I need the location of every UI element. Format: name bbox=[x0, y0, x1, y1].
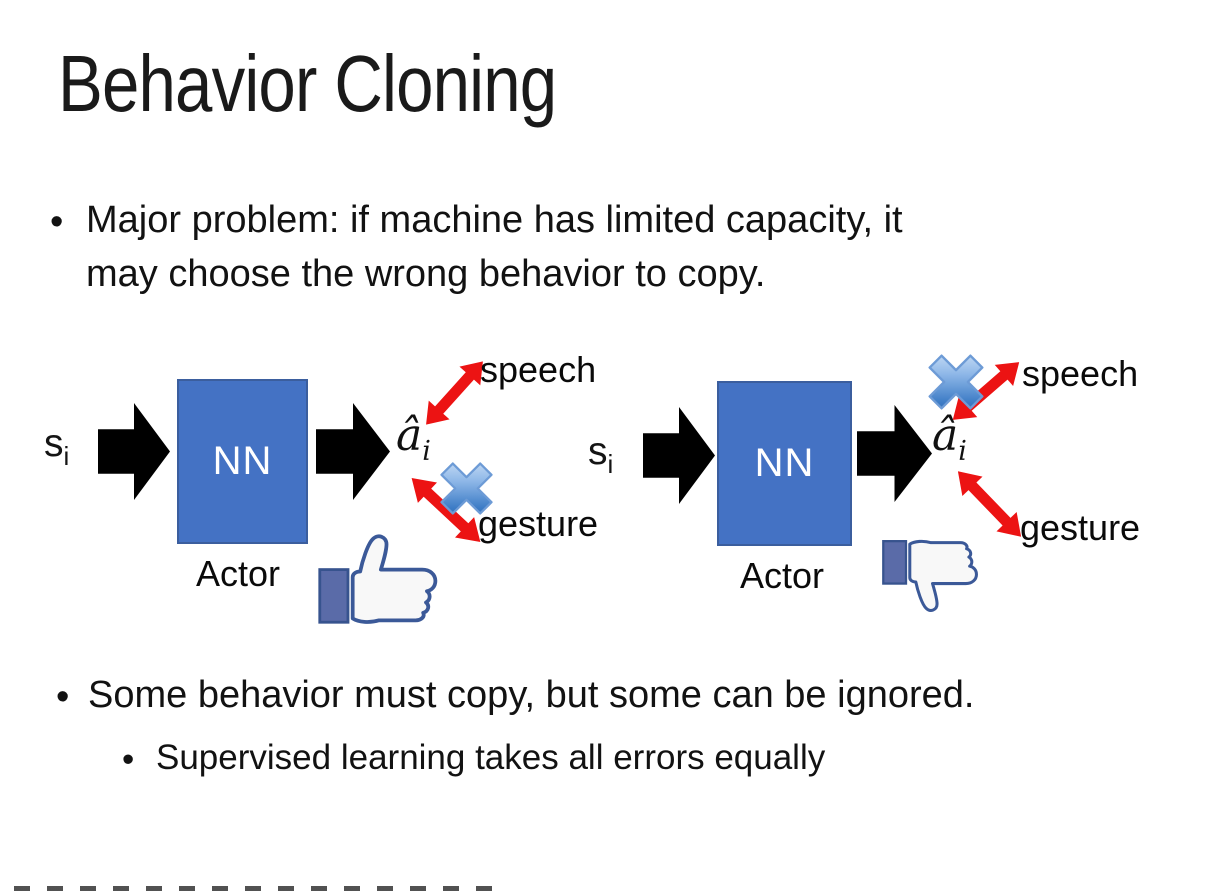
right-nn-label: NN bbox=[754, 441, 815, 485]
bullet-marker: • bbox=[122, 740, 135, 779]
thumbs-up-icon bbox=[316, 532, 442, 626]
right-output-action: âi bbox=[932, 410, 967, 467]
left-gesture-label: gesture bbox=[478, 503, 599, 544]
right-output-arrow-icon bbox=[857, 405, 932, 502]
bullet2-sub-text: Supervised learning takes all errors equ… bbox=[156, 738, 826, 777]
right-gesture-label: gesture bbox=[1020, 507, 1141, 548]
left-gesture-double-arrow-icon bbox=[401, 467, 490, 553]
bullet2-text: Some behavior must copy, but some can be… bbox=[88, 674, 975, 716]
right-actor-label: Actor bbox=[740, 555, 825, 596]
right-input-arrow-icon bbox=[643, 407, 715, 504]
right-speech-label: speech bbox=[1022, 353, 1139, 394]
left-cross-icon bbox=[438, 460, 495, 517]
thumbs-down-icon bbox=[881, 531, 981, 621]
left-speech-label: speech bbox=[480, 349, 597, 390]
bullet1-line1: Major problem: if machine has limited ca… bbox=[86, 199, 903, 241]
next-page-text-sliver bbox=[14, 886, 500, 891]
left-output-action: âi bbox=[396, 410, 431, 467]
bullet-marker: • bbox=[56, 676, 70, 718]
left-input-arrow-icon bbox=[98, 403, 170, 500]
right-nn-box: NN bbox=[717, 381, 852, 546]
left-nn-box: NN bbox=[177, 379, 308, 544]
left-input-state: si bbox=[44, 422, 70, 471]
right-gesture-double-arrow-icon bbox=[947, 461, 1032, 547]
left-actor-label: Actor bbox=[196, 553, 281, 594]
bullet1-line2: may choose the wrong behavior to copy. bbox=[86, 253, 766, 295]
left-nn-label: NN bbox=[212, 439, 273, 483]
left-speech-double-arrow-icon bbox=[415, 351, 494, 434]
right-cross-icon bbox=[926, 352, 986, 412]
left-output-arrow-icon bbox=[316, 403, 390, 500]
bullet-marker: • bbox=[50, 201, 64, 243]
slide-title: Behavior Cloning bbox=[58, 39, 557, 128]
right-input-state: si bbox=[588, 430, 614, 479]
